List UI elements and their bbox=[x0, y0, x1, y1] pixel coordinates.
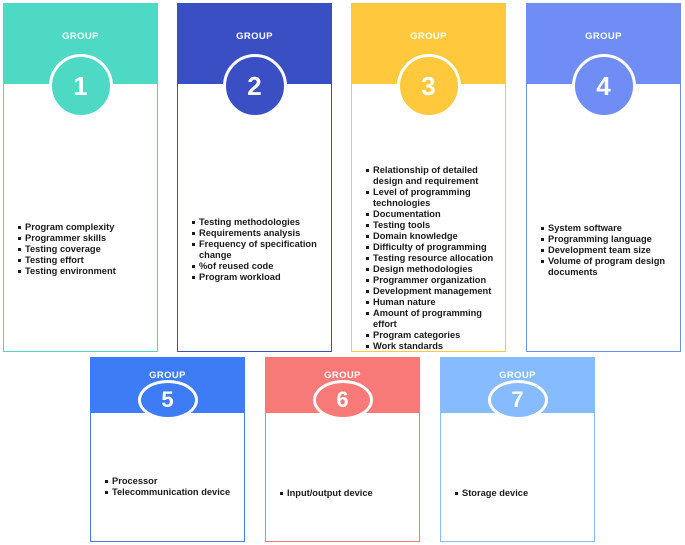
group-number-badge: 6 bbox=[312, 380, 373, 420]
group-label: GROUP bbox=[585, 31, 622, 42]
group-label: GROUP bbox=[324, 370, 361, 381]
factor-item: Requirements analysis bbox=[192, 228, 330, 239]
group-number-badge: 2 bbox=[222, 54, 287, 118]
group-number-badge: 4 bbox=[571, 54, 636, 118]
factor-item: Testing tools bbox=[366, 220, 504, 231]
factor-item: Difficulty of programming bbox=[366, 242, 504, 253]
group-number-badge: 7 bbox=[487, 380, 548, 420]
factor-item: Testing coverage bbox=[18, 244, 156, 255]
group-label: GROUP bbox=[149, 370, 186, 381]
factor-item: Processor bbox=[105, 476, 243, 487]
factor-item: Frequency of specification change bbox=[192, 239, 330, 261]
group-number-badge: 3 bbox=[396, 54, 461, 118]
group-label: GROUP bbox=[410, 31, 447, 42]
group-label: GROUP bbox=[62, 31, 99, 42]
group-number-badge: 5 bbox=[137, 380, 198, 420]
factor-item: Programming language bbox=[541, 234, 679, 245]
factor-item: Program categories bbox=[366, 330, 504, 341]
factor-item: Development management bbox=[366, 286, 504, 297]
factor-item: Domain knowledge bbox=[366, 231, 504, 242]
group-label: GROUP bbox=[236, 31, 273, 42]
factor-item: Documentation bbox=[366, 209, 504, 220]
factor-item: Input/output device bbox=[280, 488, 418, 499]
group-card-6: GROUP 6 Input/output device bbox=[265, 357, 420, 542]
factor-list: Relationship of detailed design and requ… bbox=[366, 165, 504, 352]
factor-item: Testing environment bbox=[18, 266, 156, 277]
factor-item: Program workload bbox=[192, 272, 330, 283]
factor-list: Storage device bbox=[455, 488, 593, 499]
factor-item: Relationship of detailed design and requ… bbox=[366, 165, 504, 187]
factor-item: Programmer organization bbox=[366, 275, 504, 286]
factor-item: Program complexity bbox=[18, 222, 156, 233]
factor-item: Level of programming technologies bbox=[366, 187, 504, 209]
factor-item: Design methodologies bbox=[366, 264, 504, 275]
factor-item: Volume of program design documents bbox=[541, 256, 679, 278]
factor-item: Telecommunication device bbox=[105, 487, 243, 498]
factor-item: Programmer skills bbox=[18, 233, 156, 244]
factor-item: Human nature bbox=[366, 297, 504, 308]
factor-item: %of reused code bbox=[192, 261, 330, 272]
factor-item: Testing methodologies bbox=[192, 217, 330, 228]
factor-item: Storage device bbox=[455, 488, 593, 499]
factor-item: Testing resource allocation bbox=[366, 253, 504, 264]
factor-item: Work standards bbox=[366, 341, 504, 352]
factor-item: Development team size bbox=[541, 245, 679, 256]
factor-item: System software bbox=[541, 223, 679, 234]
group-label: GROUP bbox=[499, 370, 536, 381]
factor-item: Testing effort bbox=[18, 255, 156, 266]
factor-item: Amount of programming effort bbox=[366, 308, 504, 330]
group-number-badge: 1 bbox=[48, 54, 113, 118]
factor-list: Input/output device bbox=[280, 488, 418, 499]
group-card-7: GROUP 7 Storage device bbox=[440, 357, 595, 542]
group-card-3: GROUP 3 Relationship of detailed design … bbox=[351, 3, 506, 352]
